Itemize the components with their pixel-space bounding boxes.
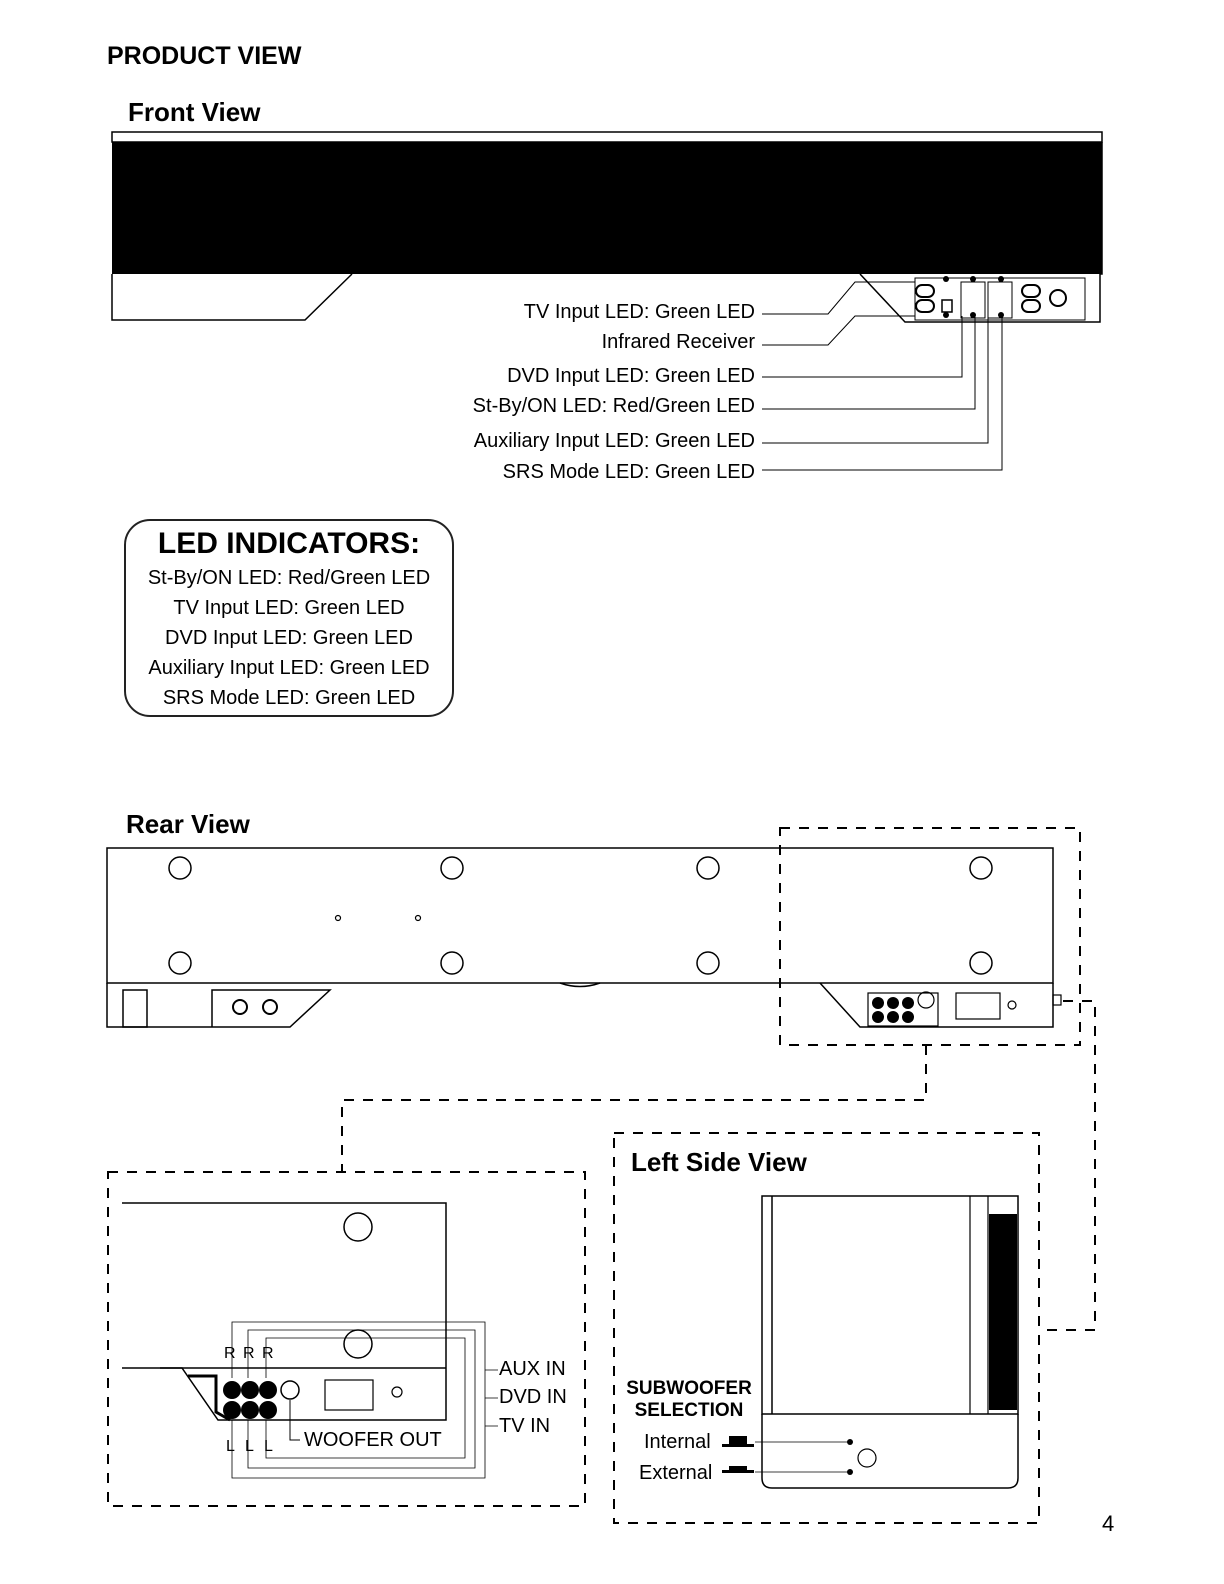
label-l-3: L [264, 1438, 273, 1455]
front-view-leader-lines [762, 281, 1003, 471]
led-indicator-item: Auxiliary Input LED: Green LED [148, 657, 430, 679]
label-l-1: L [226, 1438, 235, 1455]
callout-dvd-input-led: DVD Input LED: Green LED [507, 365, 755, 387]
label-l-2: L [245, 1438, 254, 1455]
rear-detail-drawing [122, 1202, 498, 1479]
callout-tv-input-led: TV Input LED: Green LED [523, 301, 755, 323]
callout-standby-led: St-By/ON LED: Red/Green LED [472, 395, 755, 417]
page-title: PRODUCT VIEW [107, 42, 302, 70]
led-indicator-item: St-By/ON LED: Red/Green LED [147, 567, 431, 589]
callout-srs-mode-led: SRS Mode LED: Green LED [502, 461, 755, 483]
subwoofer-selection-title: SUBWOOFER SELECTION [624, 1378, 754, 1422]
callout-aux-input-led: Auxiliary Input LED: Green LED [473, 430, 755, 452]
label-dvd-in: DVD IN [499, 1386, 567, 1408]
led-indicators-box: LED INDICATORS: St-By/ON LED: Red/Green … [124, 519, 454, 717]
switch-icons [722, 1436, 853, 1475]
label-tv-in: TV IN [499, 1415, 551, 1437]
page-number: 4 [1102, 1511, 1115, 1536]
dashed-callout-boxes [107, 827, 1096, 1524]
led-indicators-title: LED INDICATORS: [157, 527, 421, 560]
rear-view-heading: Rear View [126, 809, 250, 839]
left-side-view-heading: Left Side View [631, 1147, 807, 1177]
label-r-2: R [243, 1345, 255, 1362]
led-indicator-item: DVD Input LED: Green LED [165, 627, 413, 649]
subwoofer-selection-line-2: SELECTION [634, 1400, 744, 1421]
option-external: External [639, 1462, 713, 1484]
label-r-3: R [262, 1345, 274, 1362]
left-side-view-drawing [755, 1195, 1019, 1489]
front-view-heading: Front View [128, 97, 261, 127]
label-r-1: R [224, 1345, 236, 1362]
led-indicator-item: SRS Mode LED: Green LED [162, 687, 416, 709]
label-aux-in: AUX IN [499, 1358, 566, 1380]
option-internal: Internal [644, 1431, 711, 1453]
front-view-drawing [111, 131, 1103, 323]
led-indicator-item: TV Input LED: Green LED [173, 597, 405, 619]
rear-detail-jacks [223, 1381, 277, 1419]
subwoofer-selection-line-1: SUBWOOFER [626, 1378, 752, 1399]
rear-view-jacks [872, 997, 914, 1023]
rear-view-drawing [106, 847, 1062, 1028]
callout-infrared-receiver: Infrared Receiver [601, 331, 755, 353]
label-woofer-out: WOOFER OUT [304, 1429, 442, 1451]
